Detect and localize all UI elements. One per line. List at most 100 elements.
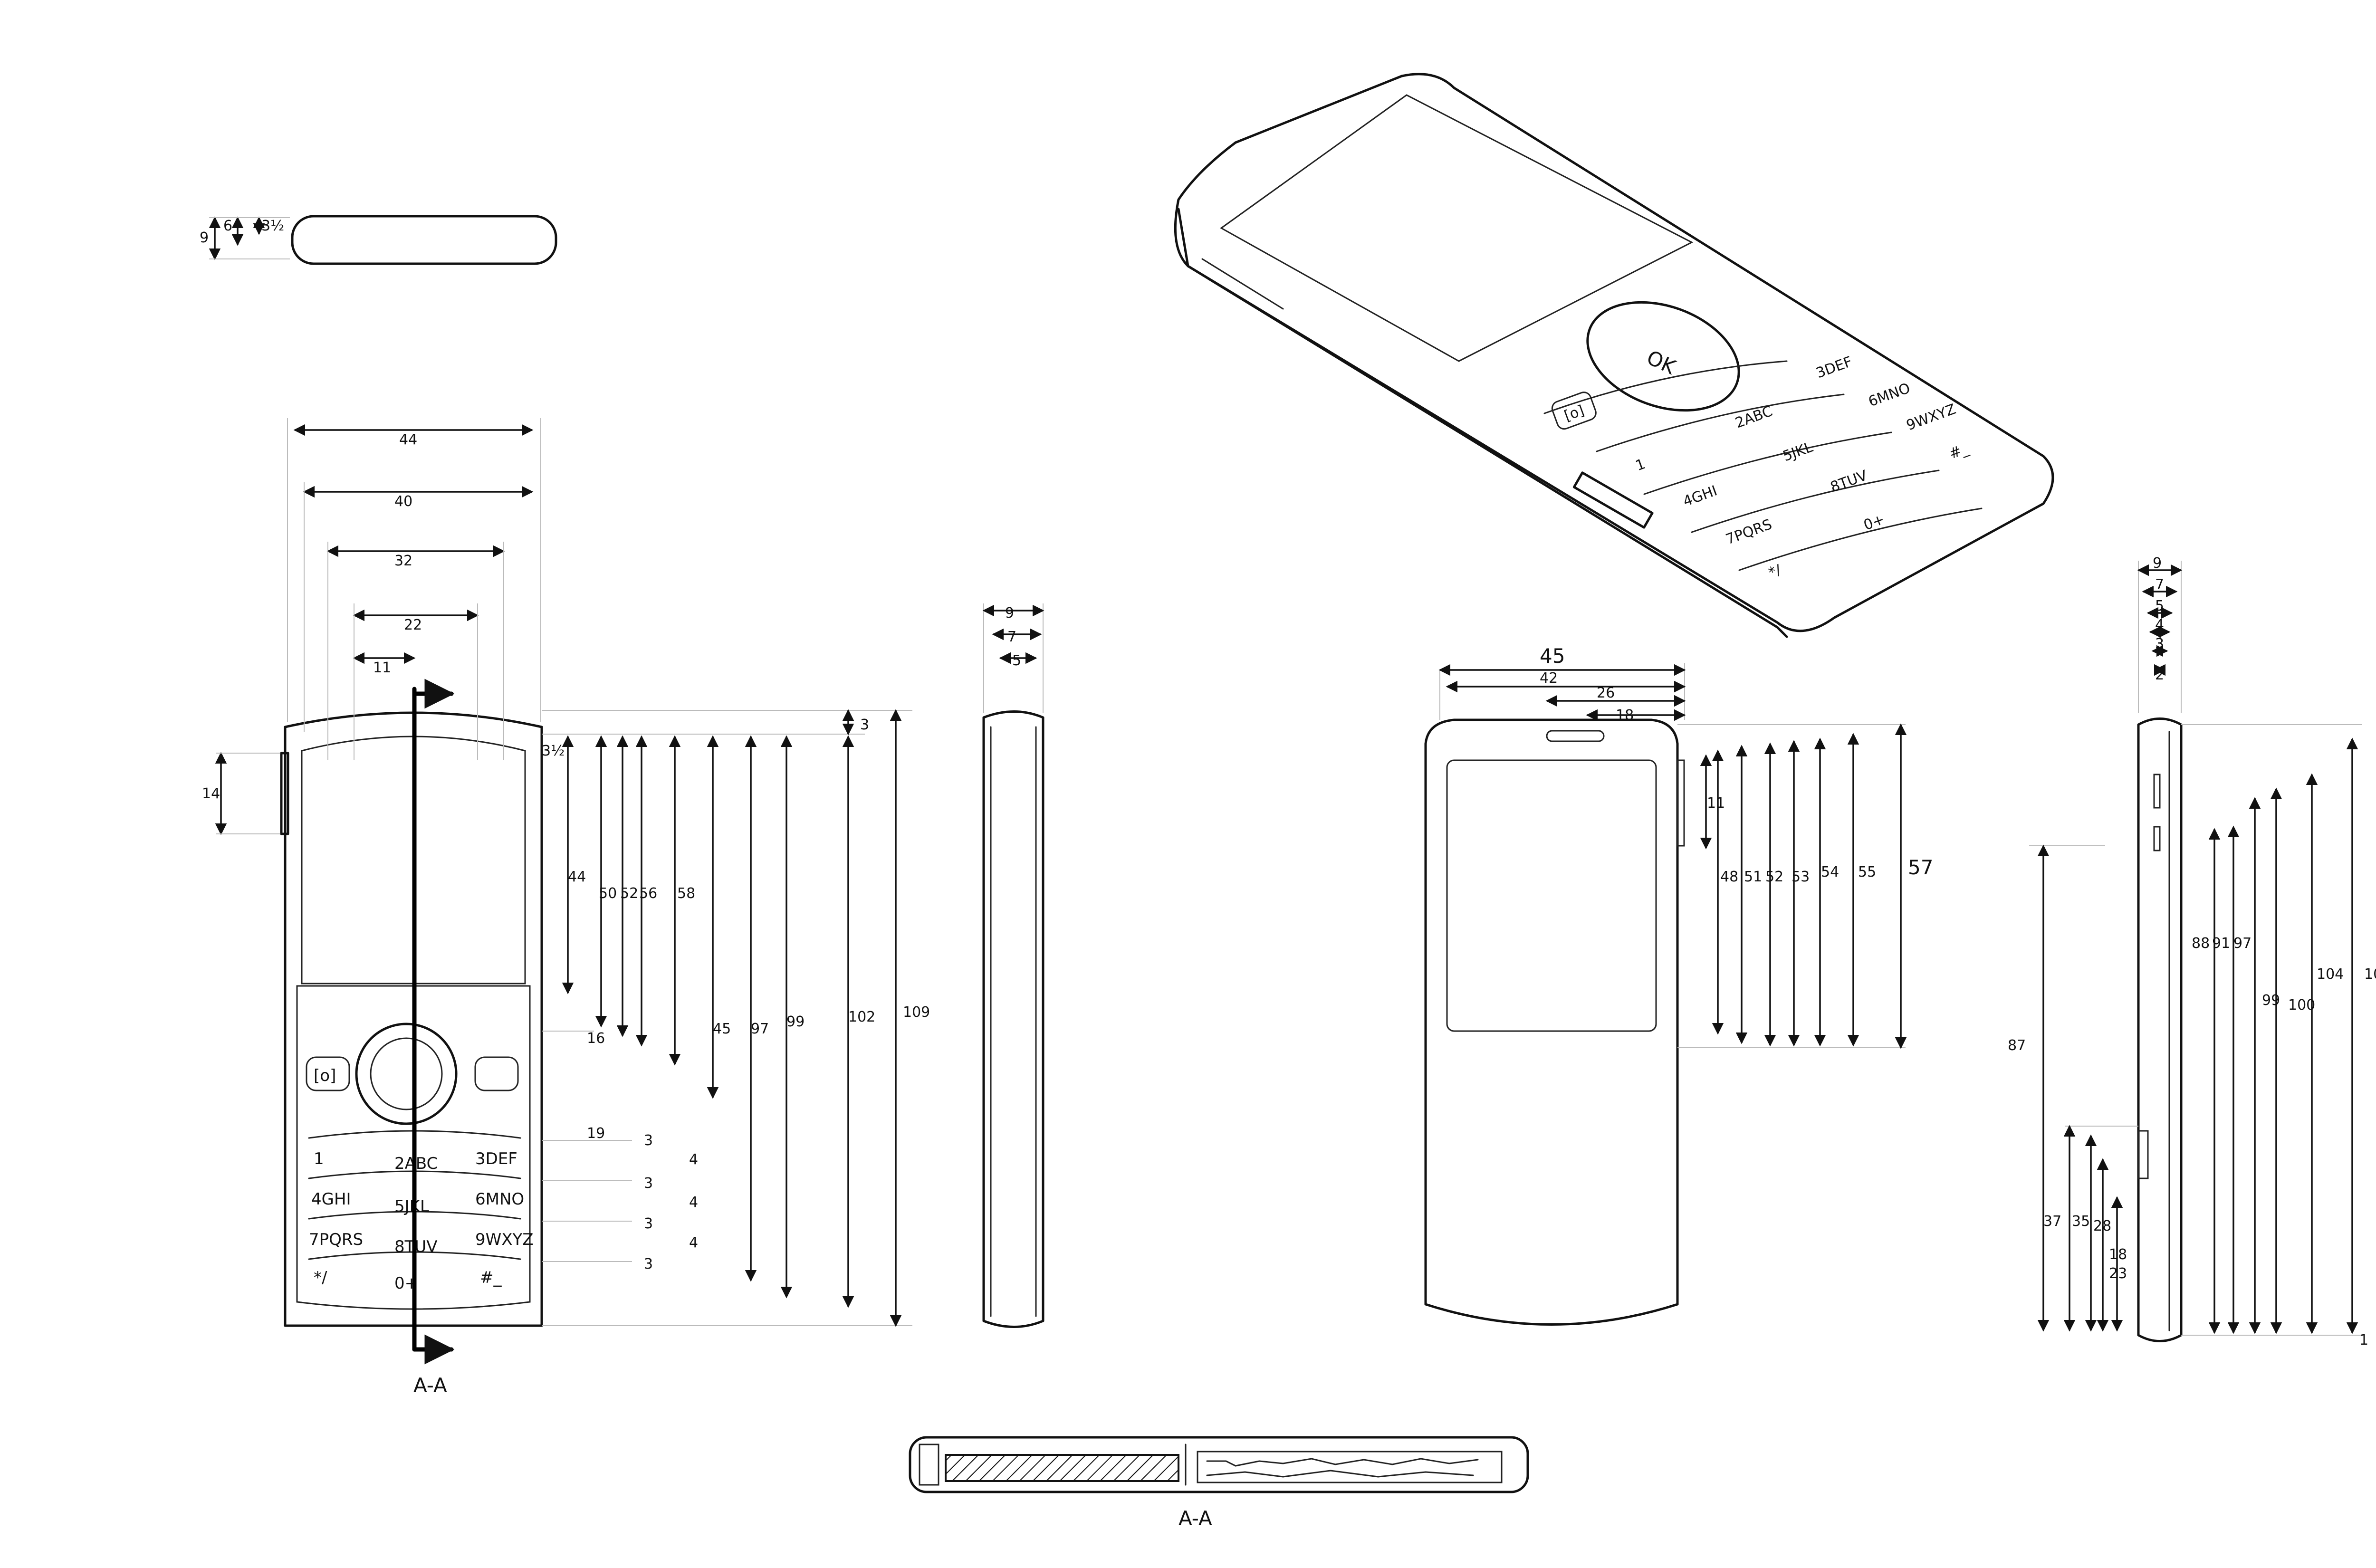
section-a-a-view: A-A xyxy=(909,1436,1529,1530)
front-view: [o] 1 2ABC 3DEF 4GHI 5JKL 6MNO 7PQRS 8TU… xyxy=(202,418,930,1397)
dim-label: 109 xyxy=(2364,966,2376,983)
dim-label: 23 xyxy=(2109,1265,2127,1282)
dim-label: 4 xyxy=(689,1151,698,1168)
key-1: 1 xyxy=(314,1149,324,1168)
iso-key-0: 0+ xyxy=(1861,511,1887,534)
front-view-screen xyxy=(301,736,526,985)
right-side-slot xyxy=(2153,826,2161,851)
section-body xyxy=(909,1436,1529,1493)
top-view: 9 6 3½ xyxy=(200,215,557,265)
dim-label: 4 xyxy=(689,1194,698,1211)
back-side-button xyxy=(1677,759,1685,847)
side-view-body xyxy=(982,710,1044,1328)
nav-ok-button xyxy=(370,1037,443,1110)
dim-label: 7 xyxy=(2155,576,2164,593)
dim-label: 48 xyxy=(1720,869,1738,885)
dim-label: 28 xyxy=(2093,1218,2111,1234)
key-7: 7PQRS xyxy=(309,1230,363,1249)
dim-label: 3 xyxy=(644,1132,653,1149)
dim-label: 35 xyxy=(2072,1213,2090,1230)
dim-label: 4 xyxy=(2155,617,2164,633)
dim-label: 109 xyxy=(903,1004,930,1021)
dim-label: 50 xyxy=(599,885,617,902)
key-6: 6MNO xyxy=(475,1190,524,1209)
iso-body-outline xyxy=(1174,73,2054,632)
dim-label: 99 xyxy=(2262,992,2280,1009)
top-view-body xyxy=(291,215,557,265)
dim-label: 1 xyxy=(2359,1332,2368,1348)
section-label: A-A xyxy=(413,1374,447,1397)
back-view: 45 42 26 18 11 48 51 52 53 54 55 57 xyxy=(1424,644,1933,1326)
dim-label: 7 xyxy=(1007,629,1016,645)
dim-label: 45 xyxy=(1540,644,1565,668)
dim-label: 3 xyxy=(644,1215,653,1232)
key-4: 4GHI xyxy=(311,1190,351,1209)
dim-label: 40 xyxy=(394,493,412,510)
right-side-slot xyxy=(2153,774,2161,809)
key-9: 9WXYZ xyxy=(475,1230,534,1249)
nav-ring xyxy=(355,1023,458,1125)
dim-label: 11 xyxy=(373,660,391,676)
dim-label: 87 xyxy=(2008,1037,2026,1054)
soft-left-key xyxy=(306,1056,350,1091)
dim-label: 16 xyxy=(587,1030,605,1047)
dim-label: 52 xyxy=(1765,869,1783,885)
dim-label: 37 xyxy=(2043,1213,2061,1230)
iso-key-6: 6MNO xyxy=(1866,380,1913,410)
dim-label: 56 xyxy=(639,885,657,902)
right-view-body xyxy=(2137,717,2183,1342)
front-side-button xyxy=(280,752,289,835)
dim-label: 19 xyxy=(587,1125,605,1142)
dim-label: 3 xyxy=(644,1175,653,1192)
dim-label: 57 xyxy=(1908,856,1933,879)
dim-label: 11 xyxy=(1707,795,1725,812)
dim-label: 99 xyxy=(786,1013,805,1030)
iso-key-star: */ xyxy=(1766,562,1783,582)
top-dim-label: 3½ xyxy=(261,218,284,234)
front-view-keypad-area xyxy=(296,985,531,1310)
iso-nav-ring xyxy=(1586,301,1740,412)
dim-label: 45 xyxy=(713,1021,731,1037)
dim-label: 104 xyxy=(2317,966,2344,983)
soft-left-label: [o] xyxy=(314,1066,336,1085)
iso-key-3: 3DEF xyxy=(1814,354,1855,382)
iso-key-7: 7PQRS xyxy=(1724,516,1774,548)
dim-label: 102 xyxy=(848,1009,875,1025)
right-side-button xyxy=(2137,1130,2149,1179)
dim-label: 3 xyxy=(860,717,869,733)
iso-key-hash: #_ xyxy=(1947,440,1971,462)
iso-side-connector xyxy=(1572,471,1654,529)
dim-label: 4 xyxy=(689,1234,698,1251)
dim-label: 52 xyxy=(620,885,638,902)
dim-label: 9 xyxy=(2153,555,2162,572)
dim-label: 100 xyxy=(2288,997,2315,1013)
section-battery-hatch xyxy=(945,1454,1179,1482)
dim-label: 51 xyxy=(1744,869,1762,885)
soft-right-key xyxy=(474,1056,519,1091)
side-view: 9 7 5 xyxy=(982,603,1044,1328)
section-pcb xyxy=(1197,1451,1503,1483)
dim-label: 91 xyxy=(2212,935,2230,952)
dim-label: 97 xyxy=(2233,935,2251,952)
dim-label: 3 xyxy=(644,1256,653,1272)
dim-label: 3½ xyxy=(542,743,565,759)
dim-label: 44 xyxy=(568,869,586,885)
dim-label: 14 xyxy=(202,785,220,802)
dim-label: 44 xyxy=(399,431,417,448)
iso-key-2: 2ABC xyxy=(1733,403,1775,431)
dim-label: 5 xyxy=(2155,598,2164,614)
dim-label: 3 xyxy=(2155,636,2164,652)
iso-key-5: 5JKL xyxy=(1781,439,1815,465)
key-5: 5JKL xyxy=(394,1197,429,1216)
back-view-body xyxy=(1424,718,1679,1326)
iso-ok-label: OK xyxy=(1643,345,1680,379)
isometric-view: OK [o] 1 2ABC 3DEF 4GHI 5JKL 6MNO 7PQRS … xyxy=(1174,73,2054,638)
dim-label: 32 xyxy=(394,553,412,569)
dim-label: 9 xyxy=(1005,605,1014,621)
key-3: 3DEF xyxy=(475,1149,517,1168)
back-window xyxy=(1446,759,1657,1032)
dim-label: 53 xyxy=(1792,869,1810,885)
dim-label: 58 xyxy=(677,885,695,902)
dim-label: 97 xyxy=(751,1021,769,1037)
